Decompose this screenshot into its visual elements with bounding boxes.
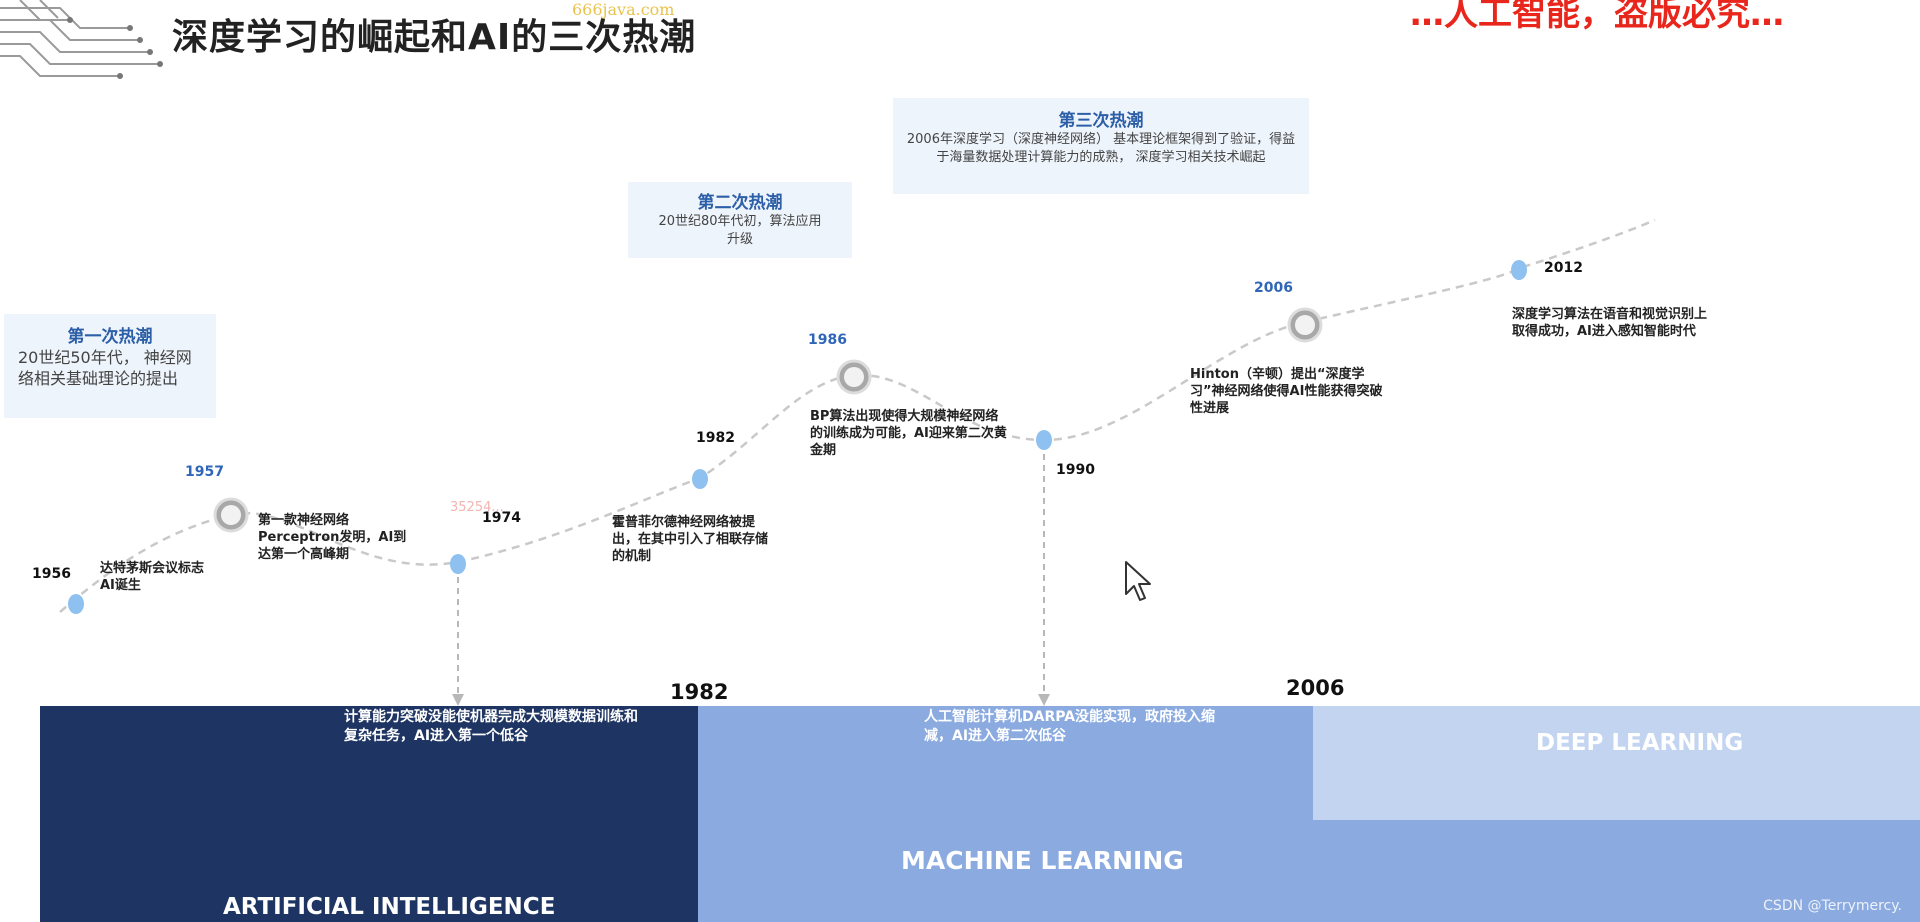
peak-ring-1957 bbox=[213, 497, 249, 533]
band-year-2006: 2006 bbox=[1286, 676, 1345, 700]
wave-box-first: 第一次热潮 20世纪50年代， 神经网络相关基础理论的提出 bbox=[4, 314, 216, 418]
event-text-2012: 深度学习算法在语音和视觉识别上取得成功，AI进入感知智能时代 bbox=[1512, 307, 1708, 339]
wave-box-second: 第二次热潮 20世纪80年代初，算法应用升级 bbox=[628, 182, 852, 258]
wave-desc: 20世纪50年代， 神经网络相关基础理论的提出 bbox=[18, 348, 192, 388]
event-text-1956: 达特茅斯会议标志AI诞生 bbox=[100, 561, 205, 593]
year-1986: 1986 bbox=[808, 332, 847, 348]
event-text-1957: 第一款神经网络Perceptron发明，AI到达第一个高峰期 bbox=[258, 513, 407, 562]
circuit-logo-icon bbox=[0, 0, 163, 79]
band-label-ai: ARTIFICIAL INTELLIGENCE bbox=[223, 894, 556, 920]
wave-desc: 2006年深度学习（深度神经网络） 基本理论框架得到了验证，得益于海量数据处理计… bbox=[906, 132, 1296, 165]
credit-text: CSDN @Terrymercy. bbox=[1763, 898, 1902, 914]
year-1956: 1956 bbox=[32, 566, 71, 582]
band-artificial-intelligence: ARTIFICIAL INTELLIGENCE bbox=[40, 706, 698, 922]
event-text-1986: BP算法出现使得大规模神经网络的训练成为可能，AI迎来第二次黄金期 bbox=[810, 409, 1007, 458]
year-1990: 1990 bbox=[1056, 462, 1095, 478]
point-1982 bbox=[692, 469, 708, 489]
wave-desc: 20世纪80年代初，算法应用升级 bbox=[658, 214, 822, 247]
point-2012 bbox=[1511, 260, 1527, 280]
trough-text-1: 计算能力突破没能使机器完成大规模数据训练和复杂任务，AI进入第一个低谷 bbox=[344, 709, 638, 744]
band-label-dl: DEEP LEARNING bbox=[1536, 730, 1744, 756]
event-text-2006: Hinton（辛顿）提出“深度学习”神经网络使得AI性能获得突破性进展 bbox=[1190, 367, 1383, 416]
band-label-ml: MACHINE LEARNING bbox=[901, 846, 1184, 875]
year-1974: 1974 bbox=[482, 510, 521, 526]
event-text-1982: 霍普菲尔德神经网络被提出，在其中引入了相联存储的机制 bbox=[612, 515, 769, 564]
band-deep-learning: DEEP LEARNING bbox=[1313, 706, 1920, 820]
year-1982: 1982 bbox=[696, 430, 735, 446]
point-1956 bbox=[68, 594, 84, 614]
band-year-1982: 1982 bbox=[670, 680, 729, 704]
watermark-text: 666java.com bbox=[572, 0, 675, 19]
trough-text-2: 人工智能计算机DARPA没能实现，政府投入缩减，AI进入第二次低谷 bbox=[924, 709, 1216, 744]
peak-ring-1986 bbox=[836, 359, 872, 395]
wave-title: 第三次热潮 bbox=[1058, 111, 1144, 131]
peak-ring-2006 bbox=[1287, 307, 1323, 343]
year-1957: 1957 bbox=[185, 464, 224, 480]
page-title: 深度学习的崛起和AI的三次热潮 bbox=[172, 17, 697, 58]
faint-overlay-text: 35254... bbox=[450, 500, 504, 515]
year-2006: 2006 bbox=[1254, 280, 1293, 296]
copyright-banner: …人工智能，盗版必究… bbox=[1410, 0, 1784, 34]
drop-arrow-1974 bbox=[452, 694, 464, 706]
year-2012: 2012 bbox=[1544, 260, 1583, 276]
drop-arrow-1990 bbox=[1038, 694, 1050, 706]
wave-title: 第一次热潮 bbox=[67, 327, 153, 347]
point-1990 bbox=[1036, 430, 1052, 450]
mouse-cursor-icon bbox=[1125, 561, 1151, 601]
point-1974 bbox=[450, 554, 466, 574]
wave-box-third: 第三次热潮 2006年深度学习（深度神经网络） 基本理论框架得到了验证，得益于海… bbox=[893, 98, 1309, 194]
wave-title: 第二次热潮 bbox=[697, 193, 783, 213]
